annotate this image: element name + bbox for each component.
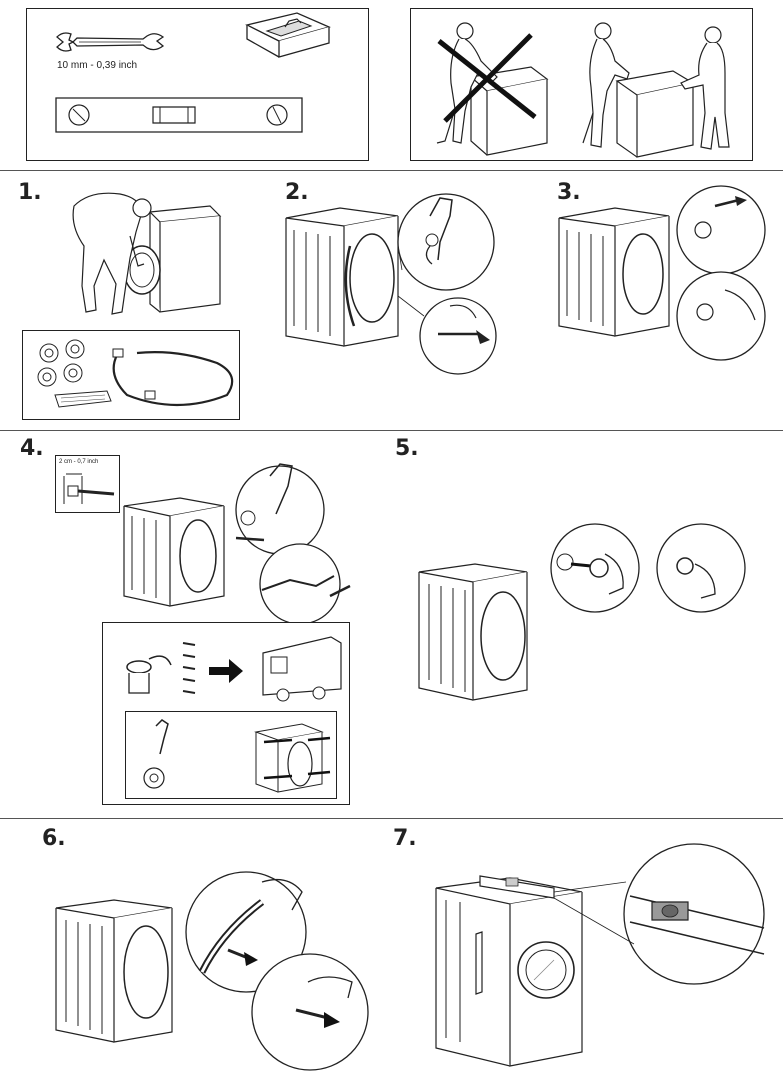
divider (0, 170, 783, 171)
step-3-remove-spacers (555, 186, 775, 366)
gap-detail-icon (60, 470, 116, 504)
step-1-number: 1. (18, 180, 42, 205)
reinsert-bolts-icon (132, 718, 332, 794)
step-3-number: 3. (557, 180, 581, 205)
toolbox-icon (237, 11, 337, 61)
correct-lifting-illustration (581, 17, 751, 157)
divider (0, 818, 783, 819)
step-6-number: 6. (42, 826, 66, 851)
accessories-icon (27, 335, 237, 415)
step-2-remove-bolts (280, 186, 500, 386)
spirit-level-icon (55, 97, 303, 133)
step-1-accessories-box (22, 330, 240, 420)
wrench-size-label: 10 mm - 0,39 inch (57, 60, 138, 71)
step-7-number: 7. (393, 826, 417, 851)
step-5-insert-caps (415, 524, 765, 704)
step-4-transport-box (102, 622, 350, 805)
step-2-number: 2. (285, 180, 309, 205)
gap-measurement-label: 2 cm - 0,7 inch (59, 459, 99, 465)
tools-panel: 10 mm - 0,39 inch (26, 8, 369, 161)
transport-bolts-icon (111, 629, 347, 709)
step-4-reinsert-box (125, 711, 337, 799)
lifting-panel (410, 8, 753, 161)
wrong-lifting-illustration (431, 17, 561, 157)
step-6-release-hose (52, 862, 382, 1074)
step-4-number: 4. (20, 436, 44, 461)
step-5-number: 5. (395, 436, 419, 461)
step-4-remove-spacers (120, 456, 360, 616)
wrench-icon (55, 31, 165, 53)
step-4-gap-detail: 2 cm - 0,7 inch (55, 455, 120, 513)
divider (0, 430, 783, 431)
step-1-person-at-washer (60, 186, 230, 326)
step-7-level-check (430, 852, 770, 1072)
